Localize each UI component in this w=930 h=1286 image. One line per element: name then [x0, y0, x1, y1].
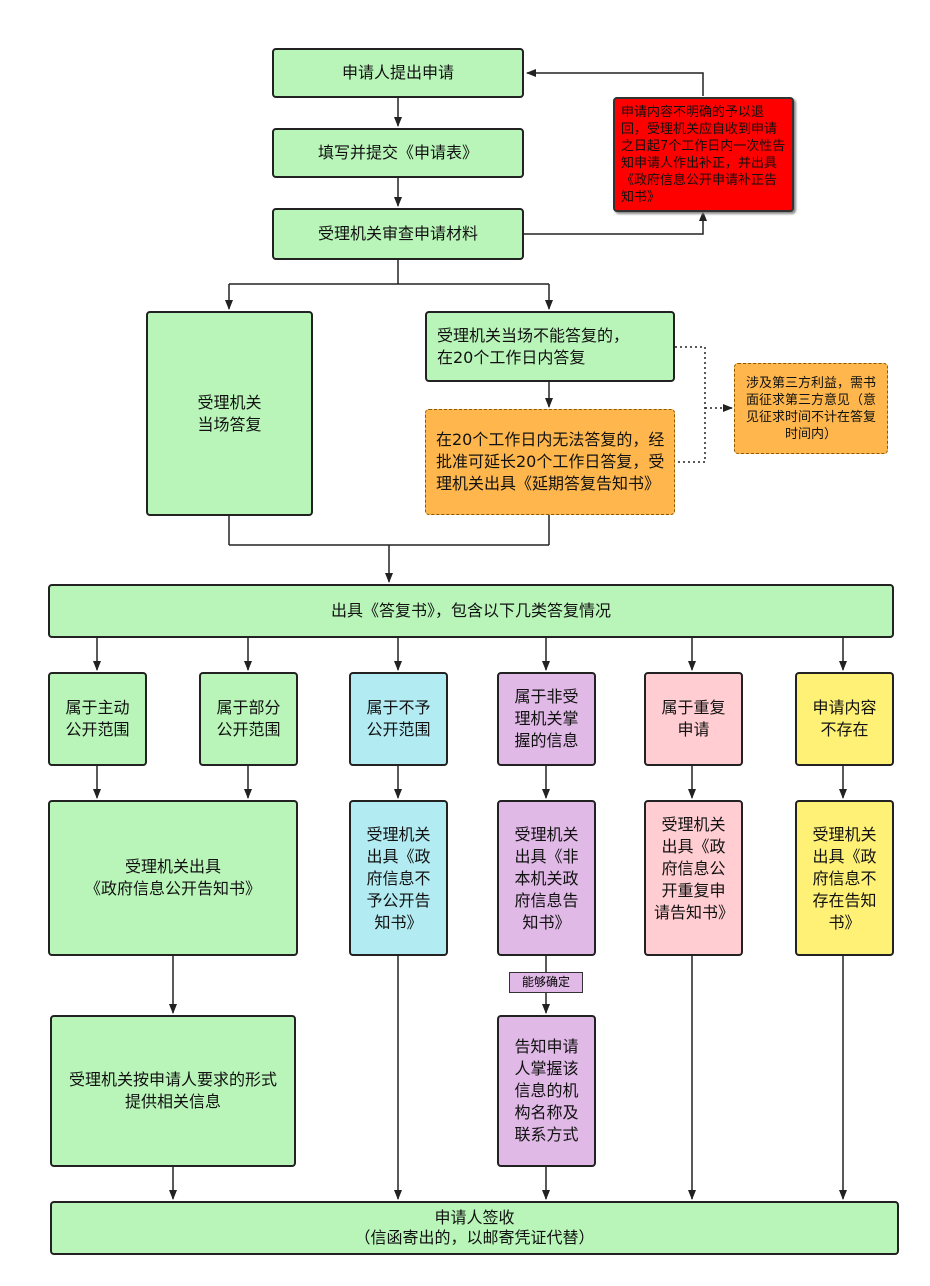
extend-box: 在20个工作日内无法答复的，经批准可延长20个工作日答复，受理机关出具《延期答复…	[425, 409, 675, 515]
sign-text: 申请人签收 （信函寄出的，以邮寄凭证代替）	[354, 1208, 595, 1247]
notice-not-exist-text: 受理机关出具《政府信息不存在告知书》	[812, 825, 877, 932]
issue-reply-text: 出具《答复书》，包含以下几类答复情况	[330, 601, 611, 620]
provide-info-box: 受理机关按申请人要求的形式提供相关信息	[50, 1015, 296, 1167]
reply-onsite-box: 受理机关 当场答复	[146, 311, 313, 516]
notice-not-open-box: 受理机关出具《政府信息不予公开告知书》	[349, 800, 448, 956]
cat-active-text: 属于主动 公开范围	[65, 698, 130, 739]
notice-not-open-text: 受理机关出具《政府信息不予公开告知书》	[366, 825, 431, 932]
inform-org-box: 告知申请人掌握该信息的机构名称及联系方式	[497, 1015, 596, 1167]
cat-not-held-text: 属于非受 理机关掌 握的信息	[514, 687, 579, 750]
cat-not-open-text: 属于不予 公开范围	[366, 698, 431, 739]
notice-not-held-text: 受理机关出具《非本机关政府信息告知书》	[514, 825, 579, 932]
notice-open-box: 受理机关出具 《政府信息公开告知书》	[48, 800, 298, 956]
review-text: 受理机关审查申请材料	[317, 224, 478, 243]
cat-not-open-box: 属于不予 公开范围	[349, 672, 448, 766]
apply-box: 申请人提出申请	[272, 48, 524, 98]
can-determine-label: 能够确定	[509, 972, 583, 993]
issue-reply-box: 出具《答复书》，包含以下几类答复情况	[48, 584, 894, 638]
provide-info-text: 受理机关按申请人要求的形式提供相关信息	[68, 1070, 277, 1111]
extend-text: 在20个工作日内无法答复的，经批准可延长20个工作日答复，受理机关出具《延期答复…	[436, 430, 665, 493]
fill-form-box: 填写并提交《申请表》	[272, 128, 524, 178]
supplement-text: 申请内容不明确的予以退回，受理机关应自收到申请之日起7个工作日内一次性告知申请人…	[621, 104, 786, 205]
cat-not-exist-text: 申请内容 不存在	[812, 698, 877, 739]
arrow-supplement-to-apply	[526, 69, 704, 96]
supplement-box: 申请内容不明确的予以退回，受理机关应自收到申请之日起7个工作日内一次性告知申请人…	[613, 97, 794, 212]
third-party-text: 涉及第三方利益，需书面征求第三方意见（意见征求时间不计在答复时间内）	[745, 375, 876, 442]
notice-not-exist-box: 受理机关出具《政府信息不存在告知书》	[795, 800, 894, 956]
inform-org-text: 告知申请人掌握该信息的机构名称及联系方式	[514, 1037, 579, 1144]
apply-text: 申请人提出申请	[341, 63, 454, 82]
reply-20days-box: 受理机关当场不能答复的， 在20个工作日内答复	[425, 311, 675, 382]
can-determine-text: 能够确定	[521, 975, 570, 989]
reply-onsite-text: 受理机关 当场答复	[197, 392, 262, 434]
cat-partial-text: 属于部分 公开范围	[216, 698, 281, 739]
cat-repeat-box: 属于重复 申请	[644, 672, 743, 766]
fill-form-text: 填写并提交《申请表》	[317, 143, 478, 162]
reply-20days-text: 受理机关当场不能答复的， 在20个工作日内答复	[437, 325, 630, 367]
cat-active-box: 属于主动 公开范围	[48, 672, 147, 766]
cat-not-exist-box: 申请内容 不存在	[795, 672, 894, 766]
cat-not-held-box: 属于非受 理机关掌 握的信息	[497, 672, 596, 766]
arrow-review-to-supplement	[524, 211, 707, 235]
notice-repeat-box: 受理机关出具《政府信息公开重复申请告知书》	[644, 800, 743, 956]
notice-open-text: 受理机关出具 《政府信息公开告知书》	[84, 857, 261, 898]
sign-box: 申请人签收 （信函寄出的，以邮寄凭证代替）	[50, 1201, 899, 1255]
notice-not-held-box: 受理机关出具《非本机关政府信息告知书》	[497, 800, 596, 956]
third-party-box: 涉及第三方利益，需书面征求第三方意见（意见征求时间不计在答复时间内）	[734, 363, 888, 454]
notice-repeat-text: 受理机关出具《政府信息公开重复申请告知书》	[654, 815, 735, 922]
review-box: 受理机关审查申请材料	[272, 208, 524, 260]
cat-repeat-text: 属于重复 申请	[661, 698, 726, 739]
cat-partial-box: 属于部分 公开范围	[199, 672, 298, 766]
